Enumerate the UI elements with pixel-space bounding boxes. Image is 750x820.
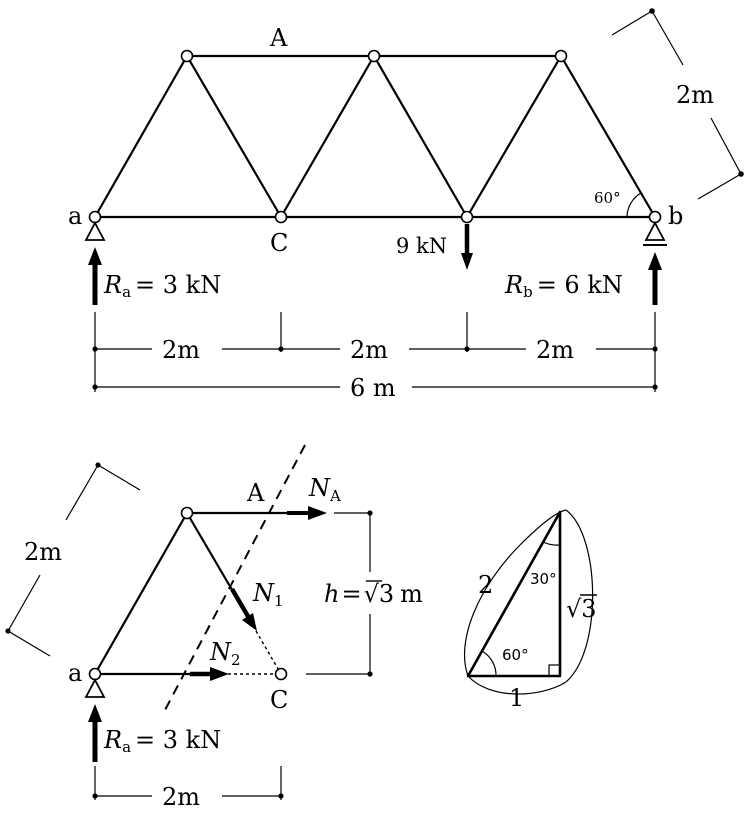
dim-dot bbox=[367, 671, 373, 677]
label-span-2: 2m bbox=[350, 336, 388, 364]
section-pin-support bbox=[84, 678, 106, 698]
dim-dot bbox=[92, 346, 98, 352]
label-reaction-a: Ra= 3 kN bbox=[103, 271, 221, 301]
label-force-NA: NA bbox=[308, 474, 341, 505]
diagonal-3 bbox=[279, 54, 376, 219]
force-NA-head bbox=[308, 506, 327, 520]
height-dim-dot-top bbox=[649, 8, 655, 14]
node-load bbox=[460, 210, 474, 224]
section-node-top bbox=[180, 506, 194, 520]
label-base: 1 bbox=[509, 684, 524, 712]
label-angle-60-triangle: 60° bbox=[502, 646, 529, 664]
angle-arc-top bbox=[542, 541, 561, 546]
node-top-2 bbox=[367, 49, 381, 63]
side-dim-ext-bottom bbox=[7, 630, 51, 657]
dim-dot bbox=[464, 346, 470, 352]
dim-dot bbox=[92, 793, 98, 799]
label-angle-60: 60° bbox=[594, 189, 621, 207]
side-dim-line-upper bbox=[65, 464, 99, 521]
section-label-A: A bbox=[246, 479, 265, 507]
force-N1-head bbox=[242, 613, 257, 631]
section-node-c bbox=[274, 667, 288, 681]
label-span-total: 6 m bbox=[350, 374, 396, 402]
label-node-A: A bbox=[269, 24, 288, 52]
pin-support-a bbox=[84, 221, 106, 241]
label-node-b: b bbox=[668, 202, 683, 230]
top-truss: a b A C 9 kN 60° Ra= 3 kN Rb= 6 kN 2m 2m… bbox=[68, 8, 744, 402]
angle-arc-60 bbox=[626, 192, 642, 218]
label-vert: √3 bbox=[566, 595, 597, 623]
section-diagonal-left bbox=[93, 511, 189, 676]
dim-dot bbox=[92, 384, 98, 390]
height-dim-line-lower bbox=[710, 117, 742, 175]
height-dim-dot-bottom bbox=[738, 171, 744, 177]
section-node-a bbox=[88, 667, 102, 681]
label-angle-30: 30° bbox=[530, 570, 557, 588]
height-dim-line-upper bbox=[651, 10, 684, 66]
diagonal-1 bbox=[93, 54, 189, 219]
label-force-N2: N2 bbox=[209, 638, 241, 669]
dim-dot bbox=[95, 462, 101, 468]
dashed-member-1 bbox=[255, 630, 282, 675]
section-label-reaction: Ra= 3 kN bbox=[103, 726, 221, 756]
label-force-N1: N1 bbox=[252, 579, 284, 610]
diagonal-2 bbox=[185, 54, 283, 219]
node-a bbox=[88, 210, 102, 224]
diagonal-5 bbox=[465, 54, 563, 219]
force-N1-shaft bbox=[230, 587, 251, 620]
dim-dot bbox=[652, 384, 658, 390]
ratio-triangle: 2 1 √3 30° 60° bbox=[464, 509, 597, 712]
label-reaction-b: Rb= 6 kN bbox=[504, 271, 623, 301]
reaction-arrowhead-b bbox=[648, 252, 662, 270]
triangle-shape bbox=[466, 510, 562, 678]
height-dim-ext-top bbox=[611, 10, 653, 36]
label-node-a: a bbox=[68, 202, 82, 230]
node-top-3 bbox=[554, 49, 568, 63]
node-c bbox=[274, 210, 288, 224]
section-reaction-head bbox=[88, 704, 102, 722]
dim-dot bbox=[652, 346, 658, 352]
diagonal-4 bbox=[372, 54, 469, 219]
dim-dot bbox=[5, 628, 11, 634]
node-b bbox=[648, 210, 662, 224]
label-hyp: 2 bbox=[478, 571, 493, 599]
reaction-arrowhead-a bbox=[88, 247, 102, 265]
diagonal-6 bbox=[559, 54, 657, 219]
right-angle-mark bbox=[548, 664, 561, 677]
force-N2-head bbox=[210, 667, 229, 681]
label-node-C: C bbox=[270, 229, 288, 257]
roller-support-b bbox=[644, 221, 666, 241]
height-dim-ext-bottom bbox=[697, 173, 742, 200]
label-height: 2m bbox=[676, 81, 714, 109]
node-top-1 bbox=[180, 49, 194, 63]
side-dim-line-lower bbox=[7, 574, 41, 632]
label-span-3: 2m bbox=[536, 336, 574, 364]
vert-arc bbox=[565, 509, 594, 683]
dim-dot bbox=[278, 346, 284, 352]
load-arrowhead bbox=[461, 253, 473, 270]
dim-dot bbox=[367, 510, 373, 516]
label-side-length: 2m bbox=[24, 538, 62, 566]
dim-dot bbox=[278, 793, 284, 799]
label-load: 9 kN bbox=[396, 234, 447, 258]
hyp-arc bbox=[464, 509, 567, 677]
label-span-1: 2m bbox=[162, 336, 200, 364]
section-label-C: C bbox=[270, 686, 288, 714]
section-label-a: a bbox=[68, 659, 82, 687]
side-dim-ext-top bbox=[97, 464, 141, 491]
section-diagonal-N1 bbox=[185, 511, 240, 602]
angle-arc-bottom bbox=[481, 650, 497, 677]
label-section-span: 2m bbox=[162, 783, 200, 811]
base-arc bbox=[467, 675, 567, 695]
